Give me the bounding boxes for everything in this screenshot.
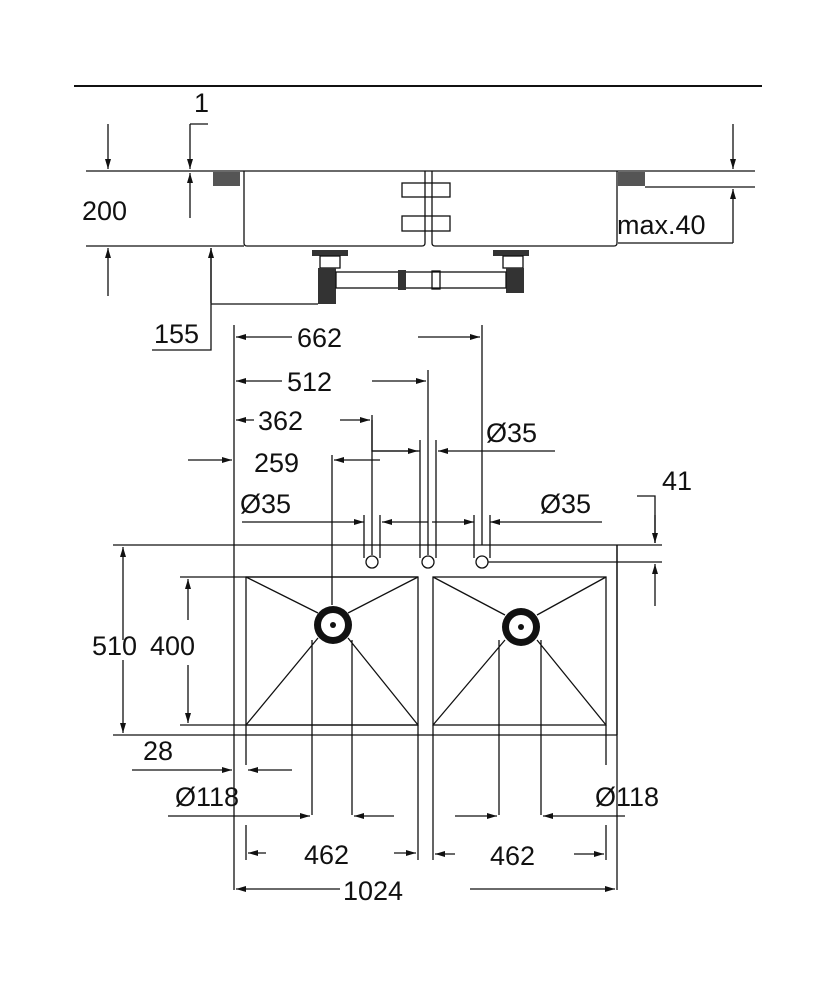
dim-662: 662: [297, 323, 342, 353]
bowl-left: [245, 576, 419, 815]
max-counter-label: max.40: [617, 210, 706, 240]
waste-pipe-icon: [312, 250, 529, 304]
dim-400: 400: [150, 631, 195, 661]
counter-hatch-icon: [213, 172, 645, 186]
lip-label: 1: [194, 88, 209, 118]
dim-362: 362: [258, 406, 303, 436]
dim-510: 510: [92, 631, 137, 661]
depth-label: 200: [82, 196, 127, 226]
hole-right-label: Ø35: [540, 489, 591, 519]
plan-view: 662 512 362 Ø35 259 Ø35 Ø35 41 510 400 2…: [92, 323, 692, 906]
section-view: 1 200 max.40 155: [82, 88, 755, 351]
bowl-bracket-icon: [401, 182, 451, 232]
dim-28: 28: [143, 736, 173, 766]
bowl-left-width: 462: [304, 840, 349, 870]
total-width: 1024: [343, 876, 403, 906]
tap-hole-icon: [365, 555, 489, 569]
drain-height-label: 155: [154, 319, 199, 349]
hole-left-label: Ø35: [240, 489, 291, 519]
bowl-right: [432, 576, 607, 815]
bowl-right-width: 462: [490, 841, 535, 871]
hole-right-top-label: Ø35: [486, 418, 537, 448]
dim-41: 41: [662, 466, 692, 496]
drain-right-label: Ø118: [595, 782, 659, 812]
drain-left-label: Ø118: [175, 782, 239, 812]
dim-512: 512: [287, 367, 332, 397]
dim-259: 259: [254, 448, 299, 478]
